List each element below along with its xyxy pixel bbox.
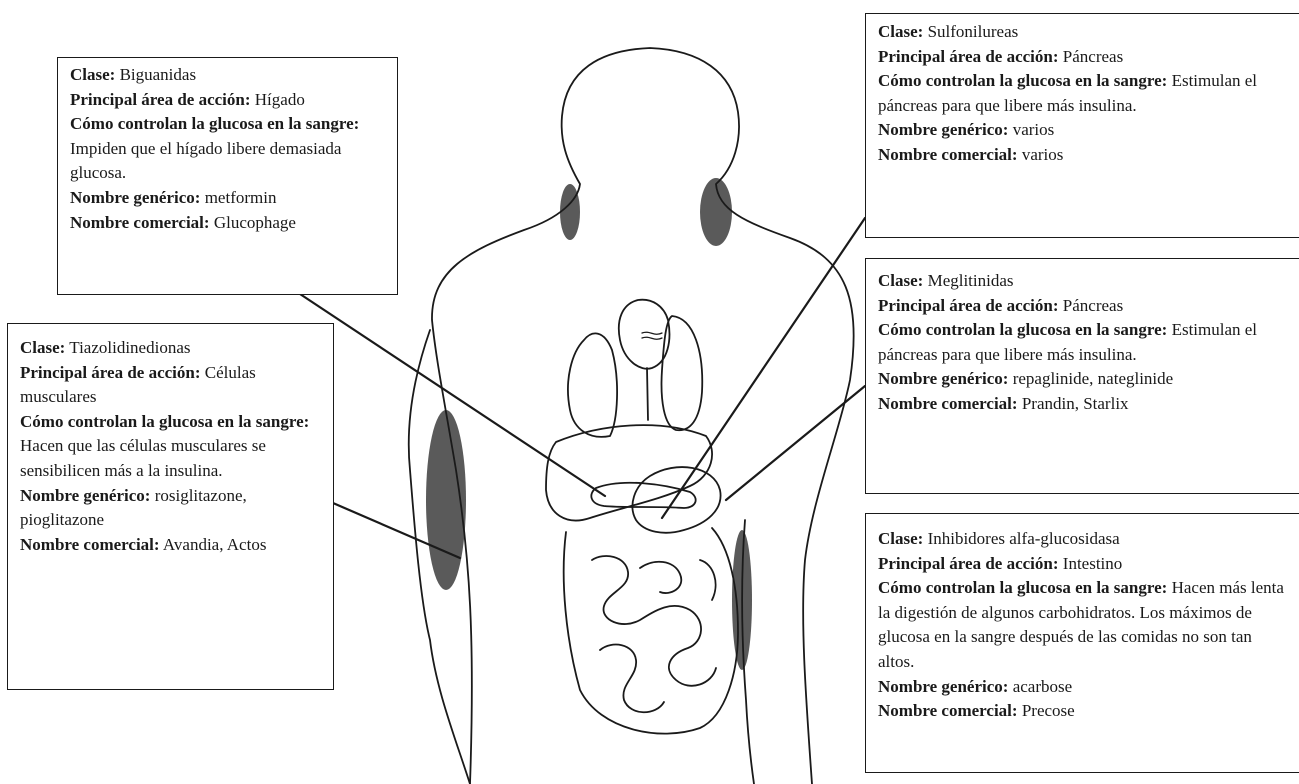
class-row: Clase: Tiazolidinedionas	[20, 336, 321, 361]
class-label: Clase:	[70, 65, 115, 84]
brand-name-value: Avandia, Actos	[163, 535, 267, 554]
drug-class-box-meglitinidas: Clase: Meglitinidas Principal área de ac…	[865, 258, 1299, 494]
class-row: Clase: Sulfonilureas	[878, 20, 1287, 45]
brand-name-label: Nombre comercial:	[878, 701, 1018, 720]
colon	[564, 528, 738, 734]
class-value: Sulfonilureas	[928, 22, 1019, 41]
heart	[619, 300, 670, 369]
mechanism-row: Cómo controlan la glucosa en la sangre: …	[878, 69, 1287, 118]
generic-name-label: Nombre genérico:	[70, 188, 200, 207]
body-outline-right	[432, 48, 854, 784]
brand-name-row: Nombre comercial: Avandia, Actos	[20, 533, 321, 558]
mechanism-label: Cómo controlan la glucosa en la sangre:	[878, 71, 1167, 90]
generic-name-label: Nombre genérico:	[878, 120, 1008, 139]
class-row: Clase: Biguanidas	[70, 63, 385, 88]
mechanism-value: Impiden que el hígado libere demasiada g…	[70, 139, 341, 183]
generic-name-value: acarbose	[1013, 677, 1072, 696]
brand-name-label: Nombre comercial:	[878, 145, 1018, 164]
brand-name-value: varios	[1022, 145, 1064, 164]
shading-neck-left	[560, 184, 580, 240]
mechanism-label: Cómo controlan la glucosa en la sangre:	[70, 114, 359, 133]
class-label: Clase:	[878, 22, 923, 41]
class-row: Clase: Meglitinidas	[878, 269, 1287, 294]
generic-name-value: varios	[1013, 120, 1055, 139]
leader-line-meglitinidas	[726, 386, 865, 500]
class-label: Clase:	[878, 271, 923, 290]
action-area-value: Intestino	[1063, 554, 1123, 573]
action-area-label: Principal área de acción:	[878, 554, 1059, 573]
mechanism-row: Cómo controlan la glucosa en la sangre: …	[878, 576, 1287, 674]
generic-name-value: repaglinide, nateglinide	[1013, 369, 1174, 388]
action-area-value: Hígado	[255, 90, 305, 109]
generic-name-row: Nombre genérico: acarbose	[878, 675, 1287, 700]
mechanism-label: Cómo controlan la glucosa en la sangre:	[878, 578, 1167, 597]
shading-left-arm	[426, 410, 466, 590]
mechanism-row: Cómo controlan la glucosa en la sangre: …	[70, 112, 385, 186]
brand-name-row: Nombre comercial: Prandin, Starlix	[878, 392, 1287, 417]
lung-right	[662, 316, 703, 430]
brand-name-label: Nombre comercial:	[878, 394, 1018, 413]
action-area-row: Principal área de acción: Páncreas	[878, 294, 1287, 319]
small-intestine	[592, 556, 716, 712]
mechanism-label: Cómo controlan la glucosa en la sangre:	[20, 412, 309, 431]
stomach	[632, 467, 720, 533]
brand-name-label: Nombre comercial:	[70, 213, 210, 232]
generic-name-row: Nombre genérico: rosiglitazone, pioglita…	[20, 484, 321, 533]
class-label: Clase:	[878, 529, 923, 548]
brand-name-row: Nombre comercial: Glucophage	[70, 211, 385, 236]
brand-name-label: Nombre comercial:	[20, 535, 160, 554]
drug-class-box-sulfonilureas: Clase: Sulfonilureas Principal área de a…	[865, 13, 1299, 238]
drug-class-box-biguanidas: Clase: Biguanidas Principal área de acci…	[57, 57, 398, 295]
mechanism-row: Cómo controlan la glucosa en la sangre: …	[20, 410, 321, 484]
action-area-row: Principal área de acción: Hígado	[70, 88, 385, 113]
action-area-value: Páncreas	[1063, 296, 1123, 315]
generic-name-row: Nombre genérico: varios	[878, 118, 1287, 143]
class-value: Tiazolidinedionas	[69, 338, 190, 357]
action-area-row: Principal área de acción: Intestino	[878, 552, 1287, 577]
brand-name-row: Nombre comercial: Precose	[878, 699, 1287, 724]
pancreas	[591, 483, 695, 508]
action-area-value: Páncreas	[1063, 47, 1123, 66]
drug-class-box-tiazolidinedionas: Clase: Tiazolidinedionas Principal área …	[7, 323, 334, 690]
action-area-label: Principal área de acción:	[70, 90, 251, 109]
generic-name-label: Nombre genérico:	[20, 486, 150, 505]
esophagus	[647, 368, 648, 420]
leader-line-sulfonilureas	[662, 218, 865, 518]
shading-right-side	[732, 530, 752, 670]
shading-neck-right	[700, 178, 732, 246]
class-row: Clase: Inhibidores alfa-glucosidasa	[878, 527, 1287, 552]
brand-name-value: Prandin, Starlix	[1022, 394, 1129, 413]
brand-name-row: Nombre comercial: varios	[878, 143, 1287, 168]
action-area-label: Principal área de acción:	[878, 47, 1059, 66]
class-label: Clase:	[20, 338, 65, 357]
lung-left	[568, 333, 617, 436]
brand-name-value: Precose	[1022, 701, 1075, 720]
mechanism-value: Hacen que las células musculares se sens…	[20, 436, 266, 480]
brand-name-value: Glucophage	[214, 213, 296, 232]
action-area-label: Principal área de acción:	[20, 363, 201, 382]
class-value: Inhibidores alfa-glucosidasa	[928, 529, 1120, 548]
class-value: Biguanidas	[120, 65, 197, 84]
generic-name-row: Nombre genérico: metformin	[70, 186, 385, 211]
generic-name-label: Nombre genérico:	[878, 677, 1008, 696]
generic-name-label: Nombre genérico:	[878, 369, 1008, 388]
generic-name-row: Nombre genérico: repaglinide, nateglinid…	[878, 367, 1287, 392]
action-area-label: Principal área de acción:	[878, 296, 1059, 315]
mechanism-label: Cómo controlan la glucosa en la sangre:	[878, 320, 1167, 339]
action-area-row: Principal área de acción: Células muscul…	[20, 361, 321, 410]
mechanism-row: Cómo controlan la glucosa en la sangre: …	[878, 318, 1287, 367]
class-value: Meglitinidas	[928, 271, 1014, 290]
generic-name-value: metformin	[205, 188, 277, 207]
action-area-row: Principal área de acción: Páncreas	[878, 45, 1287, 70]
drug-class-box-inhibidores: Clase: Inhibidores alfa-glucosidasa Prin…	[865, 513, 1299, 773]
